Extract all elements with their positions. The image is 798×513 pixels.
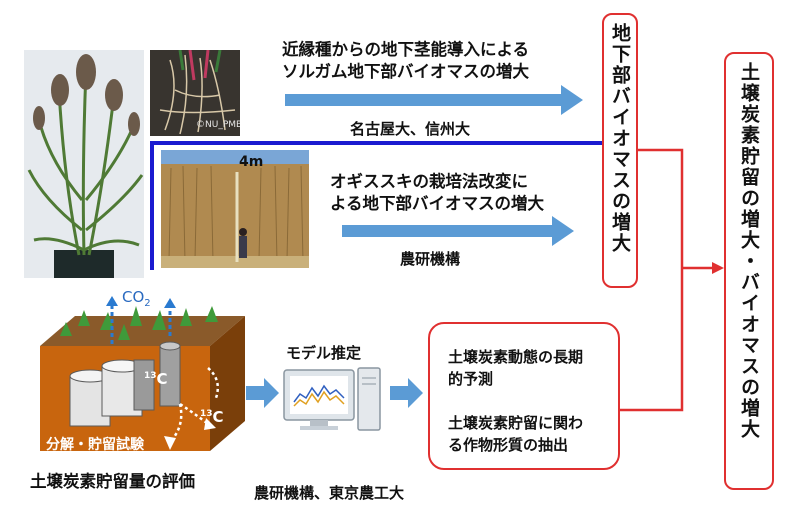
height-label: 4m xyxy=(239,154,264,170)
co2-label: CO2 xyxy=(122,288,151,309)
soil-carbon-increase-text: 土壌炭素貯留の増大・バイオマスの増大 xyxy=(738,62,760,440)
sorghum-title-line1: 近縁種からの地下茎能導入による xyxy=(282,40,530,59)
c13-label-upper: 13C xyxy=(144,370,168,388)
sorghum-plant-drawing xyxy=(24,50,144,278)
arrow-middle xyxy=(342,216,576,250)
roots-drawing xyxy=(150,50,240,136)
soil-carbon-evaluation-label: 土壌炭素貯留量の評価 xyxy=(30,472,195,491)
computer-icon xyxy=(282,364,382,438)
photo-credit: ©NU_PMB xyxy=(196,120,240,130)
model-estimation-label: モデル推定 xyxy=(286,344,362,362)
below-ground-biomass-text: 地下部バイオマスの増大 xyxy=(609,23,631,254)
blue-bracket xyxy=(150,141,602,270)
below-ground-biomass-box: 地下部バイオマスの増大 xyxy=(602,13,638,288)
rhizome-roots-photo: ©NU_PMB xyxy=(150,50,240,136)
results-box: 土壌炭素動態の長期 的予測 土壌炭素貯留に関わ る作物形質の抽出 xyxy=(428,322,620,470)
institution-naro-1: 農研機構 xyxy=(400,250,461,268)
decomposition-test-label: 分解・貯留試験 xyxy=(46,437,144,453)
arrow-to-results xyxy=(390,378,424,412)
soil-carbon-increase-box: 土壌炭素貯留の増大・バイオマスの増大 xyxy=(724,52,774,490)
sorghum-title-line2: ソルガム地下部バイオマスの増大 xyxy=(282,62,530,81)
miscanthus-field-photo: 4m xyxy=(161,150,309,268)
institution-naro-tuat: 農研機構、東京農工大 xyxy=(254,484,405,502)
institution-nagoya-shinshu: 名古屋大、信州大 xyxy=(350,120,471,138)
arrow-to-model xyxy=(246,378,280,412)
miscanthus-title-line1: オギススキの栽培法改変に xyxy=(330,172,528,191)
c13-label-lower: 13C xyxy=(200,408,224,426)
sorghum-plant-photo xyxy=(24,50,144,278)
miscanthus-drawing xyxy=(161,150,309,268)
result-line4: る作物形質の抽出 xyxy=(448,436,569,454)
result-line1: 土壌炭素動態の長期 xyxy=(448,348,584,366)
arrow-top xyxy=(285,85,585,119)
miscanthus-title-line2: よる地下部バイオマスの増大 xyxy=(330,194,545,213)
soil-block-illustration: CO2 13C 13C 分解・貯留試験 xyxy=(30,288,255,466)
result-line2: 的予測 xyxy=(448,370,494,388)
result-line3: 土壌炭素貯留に関わ xyxy=(448,414,584,432)
